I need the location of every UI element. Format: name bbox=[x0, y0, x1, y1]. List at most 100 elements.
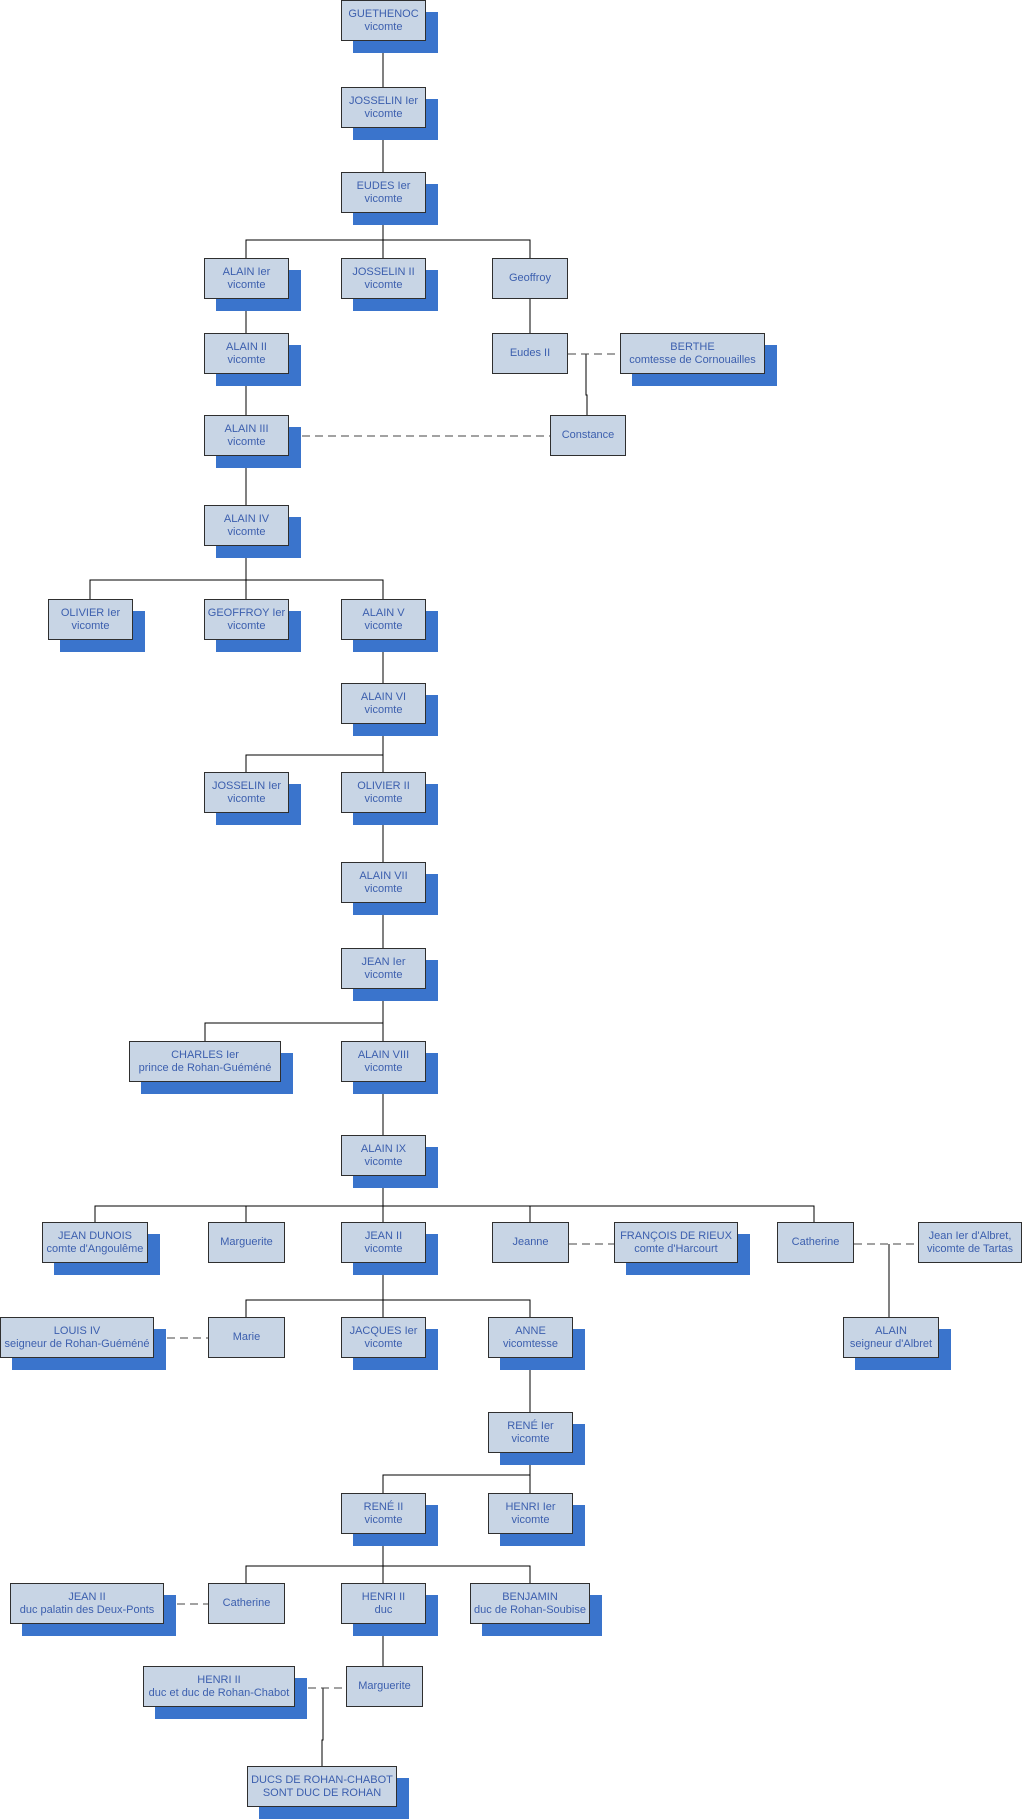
person-title: vicomte bbox=[511, 1432, 550, 1445]
person-name: ALAIN Ier bbox=[222, 265, 271, 278]
person-title: vicomte bbox=[227, 619, 266, 632]
person-title: vicomte bbox=[364, 1513, 403, 1526]
person-title: vicomte bbox=[364, 1242, 403, 1255]
person-title: vicomte bbox=[364, 192, 403, 205]
person-name: JOSSELIN Ier bbox=[211, 779, 282, 792]
person-name: DUCS DE ROHAN-CHABOT bbox=[251, 1773, 393, 1786]
person-node-marguerite2: Marguerite bbox=[346, 1666, 423, 1707]
person-node-eudes2: Eudes II bbox=[492, 333, 568, 374]
person-title: vicomte bbox=[227, 525, 266, 538]
person-title: vicomte bbox=[364, 278, 403, 291]
person-box: Catherine bbox=[208, 1583, 285, 1624]
person-name: BERTHE bbox=[670, 340, 715, 353]
person-title: SONT DUC DE ROHAN bbox=[262, 1786, 382, 1799]
person-name: FRANÇOIS DE RIEUX bbox=[620, 1229, 732, 1242]
person-name: GEOFFROY Ier bbox=[207, 606, 286, 619]
person-box: Catherine bbox=[777, 1222, 854, 1263]
person-title: vicomte bbox=[364, 882, 403, 895]
person-name: Constance bbox=[561, 429, 615, 441]
person-name: Marie bbox=[232, 1331, 261, 1343]
person-title: seigneur de Rohan-Guéméné bbox=[4, 1337, 150, 1350]
person-title: duc palatin des Deux-Ponts bbox=[19, 1603, 155, 1616]
person-title: duc bbox=[374, 1603, 393, 1616]
person-node-geoffroy: Geoffroy bbox=[492, 258, 568, 299]
person-node-catherine1: Catherine bbox=[777, 1222, 854, 1263]
person-title: vicomte bbox=[227, 353, 266, 366]
person-box: Eudes II bbox=[492, 333, 568, 374]
descent-line bbox=[245, 1299, 531, 1317]
person-title: vicomte bbox=[227, 792, 266, 805]
person-box: Constance bbox=[550, 415, 626, 456]
person-node-jeanne: Jeanne bbox=[492, 1222, 569, 1263]
person-name: BENJAMIN bbox=[502, 1590, 558, 1603]
person-name: Catherine bbox=[222, 1597, 271, 1609]
person-title: vicomte bbox=[364, 703, 403, 716]
person-title: comtesse de Cornouailles bbox=[629, 353, 756, 366]
person-box: Marguerite bbox=[346, 1666, 423, 1707]
person-name: EUDES Ier bbox=[356, 179, 411, 192]
person-name: HENRI Ier bbox=[505, 1500, 556, 1513]
person-name: JOSSELIN II bbox=[352, 265, 415, 278]
person-name: GUETHENOC bbox=[348, 7, 419, 20]
person-title: vicomtesse bbox=[502, 1337, 559, 1350]
person-name: ALAIN VII bbox=[359, 869, 408, 882]
person-name: ALAIN IX bbox=[360, 1142, 407, 1155]
person-name: HENRI II bbox=[197, 1673, 241, 1686]
descent-line bbox=[94, 1205, 815, 1222]
person-name: ALAIN IV bbox=[223, 512, 270, 525]
person-node-catherine2: Catherine bbox=[208, 1583, 285, 1624]
person-name: Marguerite bbox=[358, 1680, 411, 1692]
person-name: Catherine bbox=[791, 1236, 840, 1248]
person-name: OLIVIER II bbox=[357, 779, 410, 792]
person-name: Geoffroy bbox=[509, 272, 551, 284]
person-name: OLIVIER Ier bbox=[60, 606, 121, 619]
person-name: Eudes II bbox=[509, 347, 551, 359]
person-title: vicomte bbox=[227, 278, 266, 291]
person-box: Jeanne bbox=[492, 1222, 569, 1263]
person-name: JOSSELIN Ier bbox=[348, 94, 419, 107]
person-title: vicomte bbox=[364, 619, 403, 632]
descent-line bbox=[245, 1565, 531, 1583]
person-title: vicomte bbox=[364, 107, 403, 120]
person-name: Jean Ier d'Albret, bbox=[928, 1229, 1012, 1242]
descent-line bbox=[89, 579, 384, 599]
descent-line bbox=[204, 1022, 383, 1041]
person-name: ALAIN VIII bbox=[357, 1048, 410, 1061]
